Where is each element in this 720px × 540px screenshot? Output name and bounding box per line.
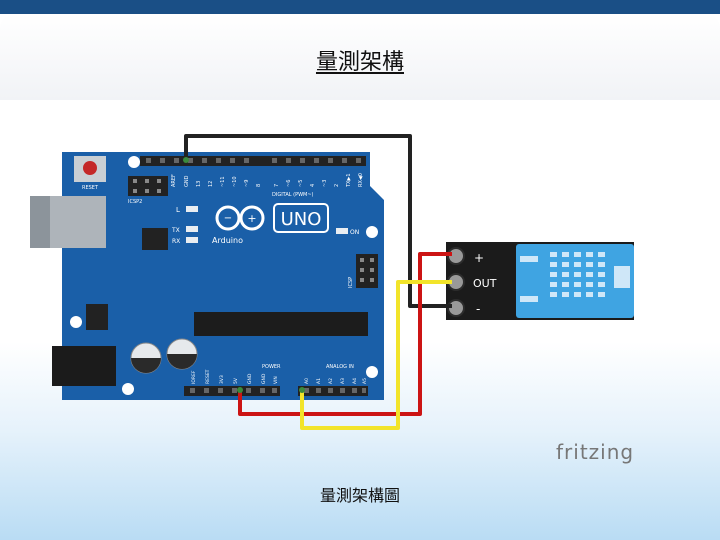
ground-wire-black (184, 134, 452, 308)
tx-label: TX (171, 227, 180, 234)
arduino-logo (215, 205, 265, 231)
pin-a4: A4 (352, 378, 358, 384)
usb-chip (142, 228, 168, 250)
sensor-minus-label: - (476, 302, 480, 316)
icsp-label: ICSP (348, 277, 354, 288)
l-label: L (176, 206, 180, 214)
pin-aref: AREF (171, 174, 177, 187)
pin-ioref: IOREF (191, 370, 197, 384)
svg-text:+: + (247, 212, 256, 225)
pin-2: 2 (334, 184, 340, 187)
pin-12: 12 (208, 181, 214, 187)
pin-8: 8 (256, 184, 262, 187)
power-label: POWER (262, 364, 281, 370)
uno-badge (273, 203, 329, 233)
arduino-label: Arduino (212, 236, 243, 245)
diagram-caption: 量測架構圖 (319, 486, 400, 505)
microcontroller-chip (194, 312, 368, 336)
pin-gnd-2: GND (261, 373, 267, 384)
pin-gnd-1: GND (247, 373, 253, 384)
pin-a5: A5 (362, 378, 368, 384)
pin-gnd: GND (184, 175, 190, 187)
pin-9: ~9 (244, 180, 250, 187)
pin-5: ~5 (298, 180, 304, 187)
pin-a2: A2 (328, 378, 334, 384)
on-label: ON (350, 229, 359, 236)
slide-title: 量測架構 (315, 50, 404, 75)
pin-vin: VIN (273, 376, 279, 384)
pin-10: ~10 (232, 176, 238, 187)
uno-label: UNO (281, 209, 322, 230)
pin-reset: RESET (205, 369, 211, 384)
rx-label: RX (172, 238, 180, 245)
analog-label: ANALOG IN (326, 364, 354, 370)
pin-4: 4 (310, 184, 316, 187)
signal-wire-yellow (300, 280, 452, 430)
digital-label: DIGITAL (PWM~) (272, 192, 314, 198)
icsp2-header (128, 176, 168, 196)
icsp-header (356, 254, 378, 288)
pin-6: ~6 (286, 180, 292, 187)
arduino-board: RESET ICSP2 AREF GND 13 12 ~11 ~10 ~9 8 … (30, 152, 384, 400)
svg-text:−: − (224, 213, 232, 224)
pin-0: RX◀0 (358, 173, 364, 187)
pin-1: TX▶1 (346, 173, 352, 188)
pin-3v3: 3V3 (219, 375, 225, 384)
pin-a3: A3 (340, 378, 346, 384)
reset-label: RESET (82, 185, 99, 191)
icsp2-label: ICSP2 (128, 199, 142, 205)
top-accent-bar (0, 0, 720, 14)
reset-button (83, 161, 97, 175)
slide-header (0, 14, 720, 100)
dht11-sensor-module: + OUT - (446, 242, 634, 320)
pin-3: ~3 (322, 180, 328, 187)
pin-a0: A0 (304, 378, 310, 384)
fritzing-watermark: fritzing (556, 440, 634, 464)
pin-7: 7 (274, 184, 280, 187)
vcc-wire-red (238, 252, 452, 416)
pin-a1: A1 (316, 378, 322, 384)
pin-13: 13 (196, 181, 202, 187)
sensor-out-label: OUT (473, 277, 497, 290)
digital-header (140, 156, 366, 166)
sensor-plus-label: + (474, 251, 484, 265)
voltage-regulator (86, 304, 108, 330)
pin-5v: 5V (233, 377, 239, 384)
power-jack (52, 346, 116, 386)
pin-11: ~11 (220, 176, 226, 187)
